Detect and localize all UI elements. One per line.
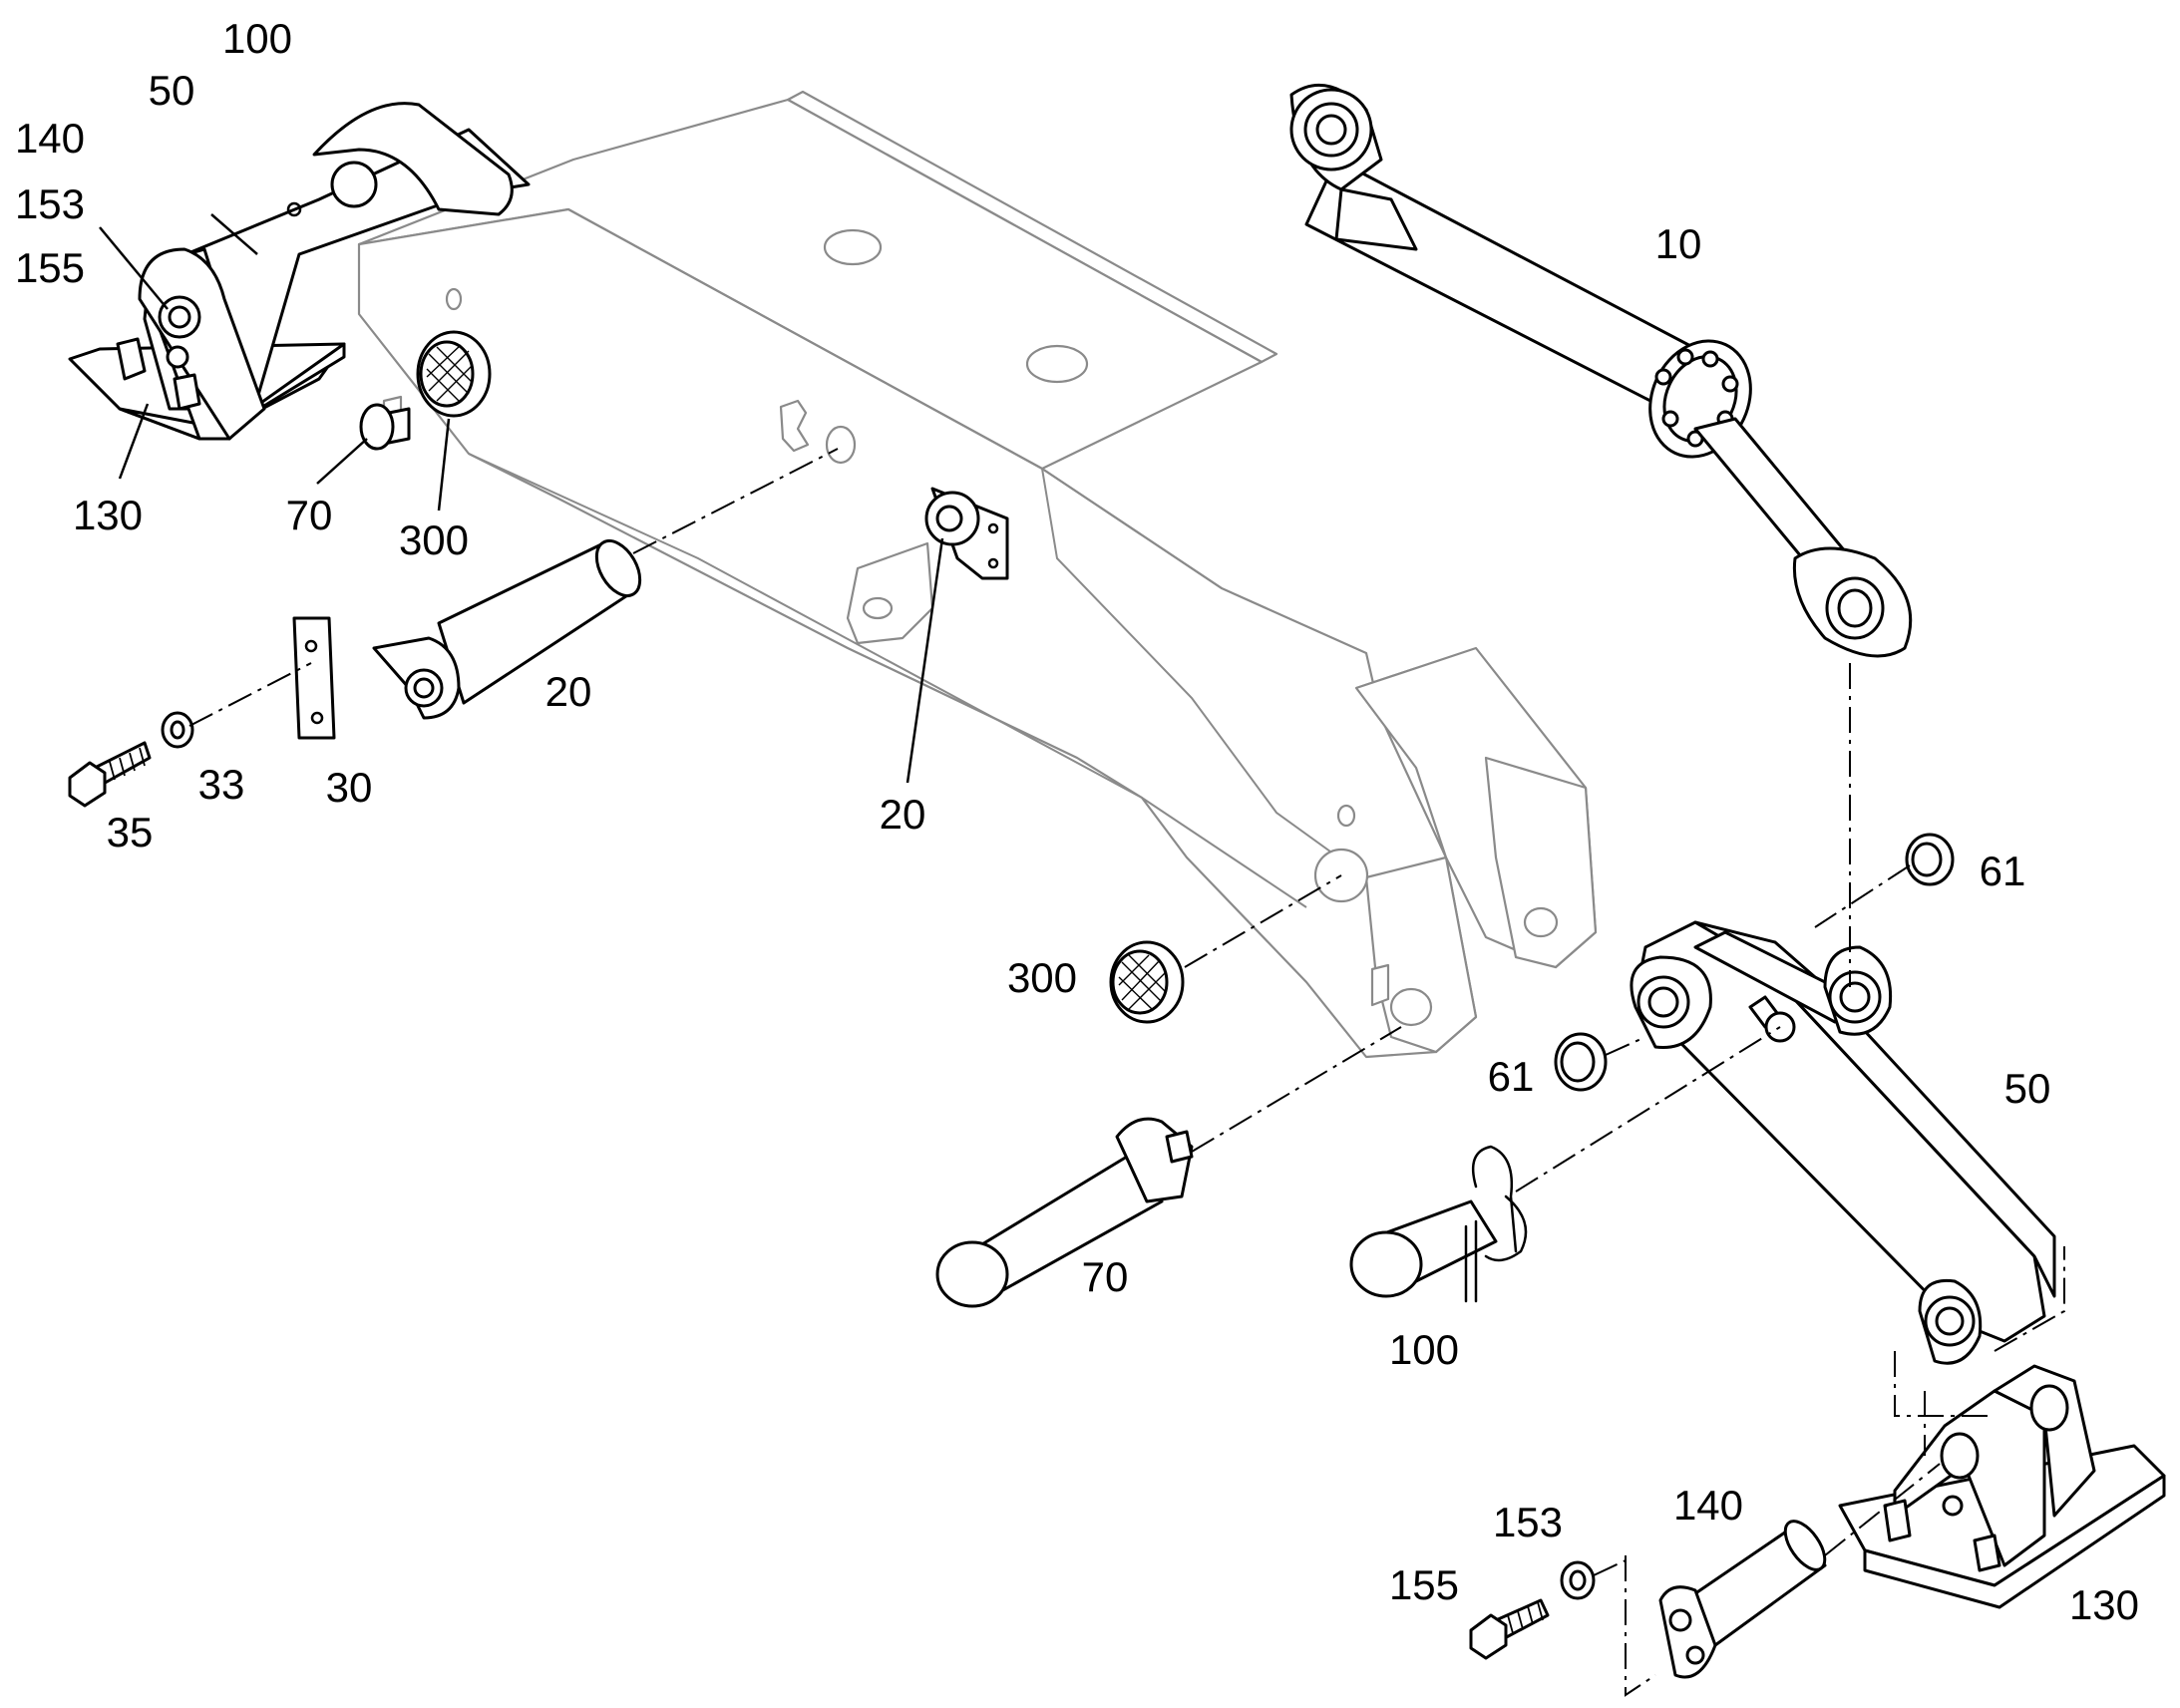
pin-bracket — [846, 487, 1009, 645]
pin-20-left — [372, 539, 642, 720]
leader-lines — [99, 213, 944, 784]
callout-70-bottom: 70 — [1082, 1253, 1129, 1300]
callout-300-top: 300 — [399, 516, 469, 563]
callout-100-top: 100 — [222, 15, 292, 62]
callout-100-bottom: 100 — [1389, 1326, 1459, 1373]
callout-140-top: 140 — [15, 115, 85, 162]
ring-61-left — [1554, 1032, 1608, 1092]
pin-140-bottom — [1658, 1520, 1827, 1679]
link-assembly-top-left — [68, 102, 531, 441]
washer-153-bottom — [1560, 1560, 1596, 1600]
callout-20-left: 20 — [545, 668, 592, 715]
pin-70-top — [359, 403, 411, 451]
callout-61-right: 61 — [1980, 848, 2026, 894]
washer-33 — [161, 711, 194, 749]
callout-130-bottom: 130 — [2069, 1581, 2139, 1628]
callout-10: 10 — [1655, 220, 1702, 267]
callout-140-bottom: 140 — [1673, 1482, 1743, 1529]
callout-130-top: 130 — [73, 492, 143, 538]
callout-300-bottom: 300 — [1007, 954, 1077, 1001]
assembly-lines — [188, 448, 2065, 1697]
callout-155-bottom: 155 — [1389, 1561, 1459, 1608]
hydraulic-cylinder — [1289, 83, 1913, 658]
link-50-right — [1630, 920, 2056, 1365]
callout-30: 30 — [326, 764, 373, 811]
callout-labels: 100 50 140 153 155 130 70 300 10 20 20 3… — [15, 15, 2139, 1628]
callout-153-bottom: 153 — [1493, 1499, 1563, 1545]
callout-50-top: 50 — [149, 67, 195, 114]
bolt-35 — [68, 741, 152, 808]
pin-70-bottom — [935, 1117, 1194, 1308]
bolt-155-bottom — [1469, 1598, 1550, 1660]
callout-155-top: 155 — [15, 244, 85, 291]
callout-70-top: 70 — [286, 492, 333, 538]
base-plate-130 — [1838, 1364, 2166, 1609]
callout-153-top: 153 — [15, 180, 85, 227]
boom-arm — [357, 90, 1598, 1059]
pin-100-bottom — [1349, 1145, 1528, 1303]
ring-61-right — [1905, 833, 1955, 886]
callout-20-mid: 20 — [880, 791, 926, 838]
callout-35: 35 — [107, 809, 154, 855]
callout-33: 33 — [198, 761, 245, 808]
cap-300-top — [416, 330, 492, 418]
plate-30 — [292, 616, 336, 740]
callout-61-left: 61 — [1488, 1053, 1535, 1100]
callout-50-right: 50 — [2004, 1065, 2051, 1112]
cap-300-bottom — [1109, 940, 1185, 1024]
